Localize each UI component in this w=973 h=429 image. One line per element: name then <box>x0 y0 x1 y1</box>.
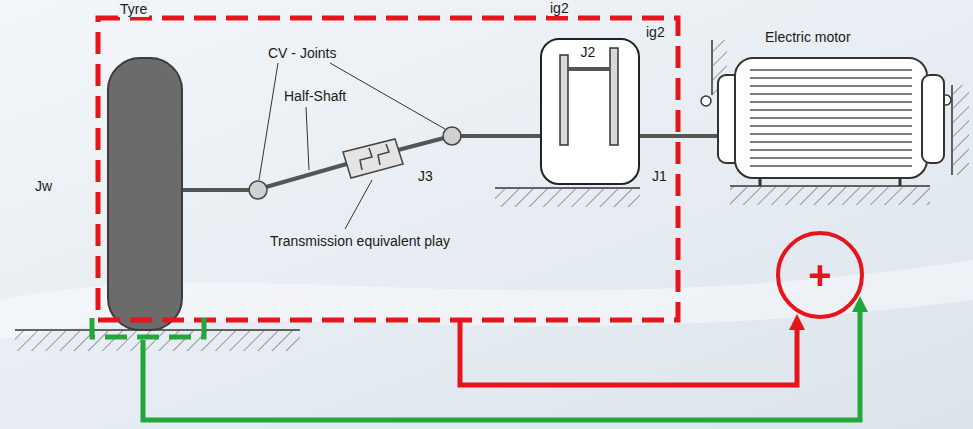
inertia-label: J3 <box>418 168 433 184</box>
cv-joint <box>443 127 461 145</box>
part-label: Electric motor <box>765 29 851 45</box>
electric-motor <box>718 58 944 186</box>
feedback-arrow <box>460 314 805 385</box>
ratio-label: ig2 <box>646 24 665 40</box>
tyre <box>108 58 182 330</box>
system-boundary <box>98 18 678 320</box>
ground-hatch <box>15 330 300 351</box>
ground-hatch <box>495 188 640 207</box>
part-label: Transmission equivalent play <box>270 233 450 249</box>
inertia-label: J2 <box>581 44 596 60</box>
ground-hatch <box>730 186 930 205</box>
gearbox-box-outline <box>540 38 640 185</box>
part-label: CV - Joints <box>268 45 336 61</box>
ratio-label: ig2 <box>548 0 571 16</box>
inertia-label: Jw <box>35 178 52 194</box>
part-label: Half-Shaft <box>284 88 346 104</box>
part-label: Tyre <box>118 1 149 17</box>
contact-bracket <box>92 318 204 337</box>
sum-sign: + <box>808 255 831 295</box>
leader-line <box>259 63 445 229</box>
summing-junction: + <box>775 230 865 320</box>
play-element <box>343 139 403 178</box>
gearbox-box: J2 <box>540 38 640 185</box>
cv-joint <box>249 181 267 199</box>
inertia-label: J1 <box>652 168 667 184</box>
feedback-arrow <box>143 296 868 420</box>
